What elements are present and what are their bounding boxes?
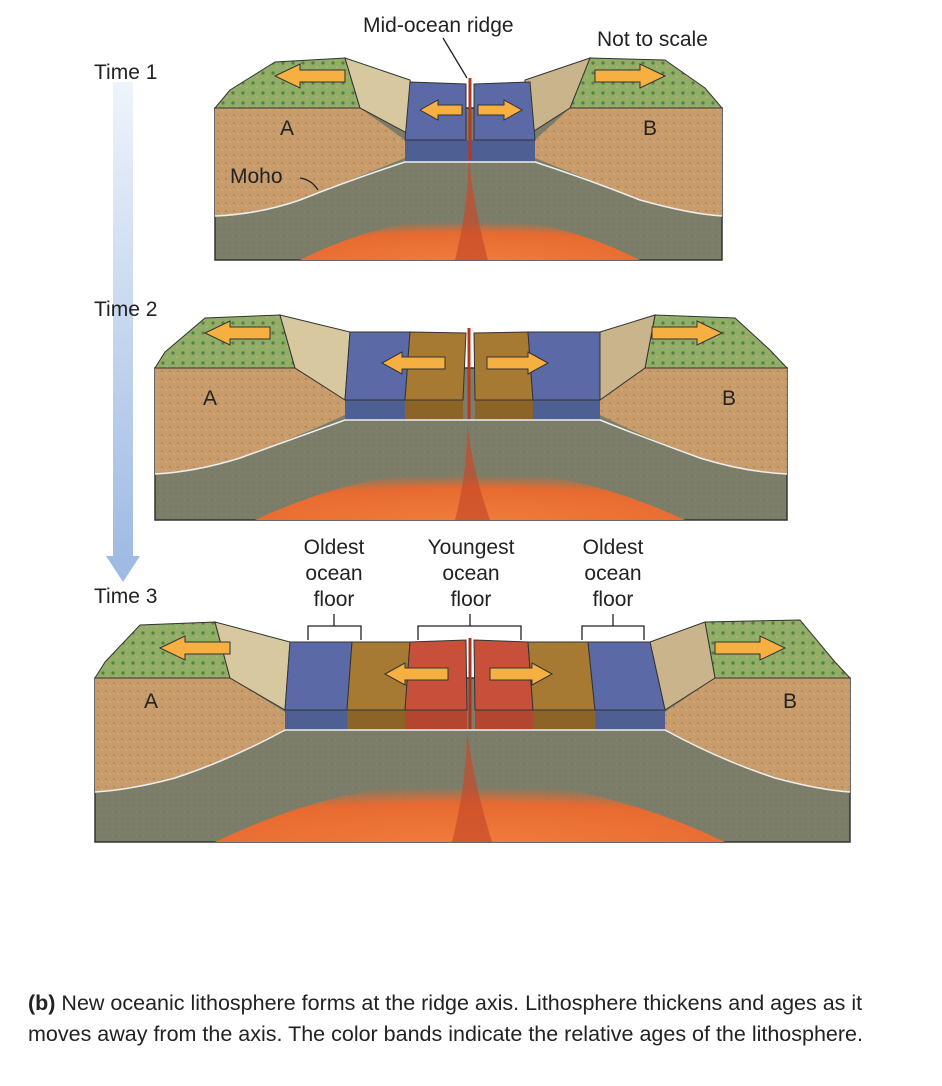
youngest-line2: ocean	[411, 561, 531, 587]
time1-label: Time 1	[94, 61, 157, 85]
figure-caption: (b) New oceanic lithosphere forms at the…	[28, 988, 918, 1050]
oldest-left-line3: floor	[284, 587, 384, 613]
oldest-left-line2: ocean	[284, 561, 384, 587]
time-arrow	[106, 82, 140, 582]
oldest-left-line1: Oldest	[284, 535, 384, 561]
time3-oldest-band-left	[285, 642, 352, 710]
oldest-ocean-floor-left-label: Oldest ocean floor	[284, 535, 384, 613]
moho-label: Moho	[230, 165, 283, 189]
age-brackets	[308, 614, 644, 640]
time3-block	[95, 620, 850, 842]
mid-ocean-ridge-label: Mid-ocean ridge	[363, 14, 514, 38]
time2-plate-a-label: A	[203, 387, 217, 411]
time2-plate-b-label: B	[722, 387, 736, 411]
not-to-scale-label: Not to scale	[597, 28, 708, 52]
oldest-right-line3: floor	[563, 587, 663, 613]
oldest-ocean-floor-right-label: Oldest ocean floor	[563, 535, 663, 613]
youngest-line1: Youngest	[411, 535, 531, 561]
youngest-ocean-floor-label: Youngest ocean floor	[411, 535, 531, 613]
time1-block	[215, 38, 722, 260]
caption-tag: (b)	[28, 991, 55, 1015]
time1-plate-b-label: B	[643, 117, 657, 141]
oldest-right-line1: Oldest	[563, 535, 663, 561]
time1-plate-a-label: A	[280, 117, 294, 141]
time3-label: Time 3	[94, 585, 157, 609]
caption-text: New oceanic lithosphere forms at the rid…	[28, 991, 863, 1046]
time2-block	[155, 315, 787, 520]
time2-label: Time 2	[94, 298, 157, 322]
oldest-right-line2: ocean	[563, 561, 663, 587]
time3-plate-a-label: A	[144, 690, 158, 714]
time3-plate-b-label: B	[783, 690, 797, 714]
youngest-line3: floor	[411, 587, 531, 613]
